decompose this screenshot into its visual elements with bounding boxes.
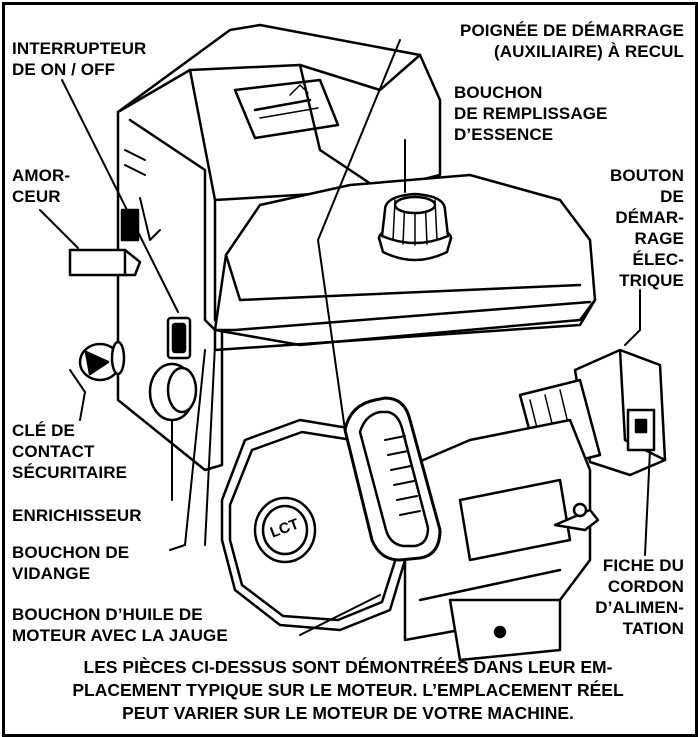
recoil-handle — [343, 396, 442, 562]
crankcase — [398, 418, 600, 662]
switch-panel — [68, 197, 198, 422]
label-vidange: BOUCHON DE VIDANGE — [12, 543, 130, 583]
diagram-caption: LES PIÈCES CI-DESSUS SONT DÉMONTRÉES DAN… — [72, 657, 624, 723]
label-fiche: FICHE DU CORDON D’ALIMEN- TATION — [595, 556, 684, 638]
label-amorceur: AMOR- CEUR — [12, 166, 71, 206]
label-enrichisseur: ENRICHISSEUR — [12, 506, 142, 525]
label-remplissage: BOUCHON DE REMPLISSAGE D’ESSENCE — [454, 83, 608, 144]
label-interrupteur: INTERRUPTEUR DE ON / OFF — [12, 39, 147, 79]
fuel-tank — [203, 173, 597, 352]
label-cle: CLÉ DE CONTACT SÉCURITAIRE — [12, 421, 128, 482]
label-bouton: BOUTON DE DÉMAR- RAGE ÉLEC- TRIQUE — [610, 166, 684, 290]
leader-lines — [39, 39, 651, 636]
label-poignee: POIGNÉE DE DÉMARRAGE (AUXILIAIRE) À RECU… — [460, 21, 684, 61]
label-huile: BOUCHON D’HUILE DE MOTEUR AVEC LA JAUGE — [12, 605, 228, 645]
